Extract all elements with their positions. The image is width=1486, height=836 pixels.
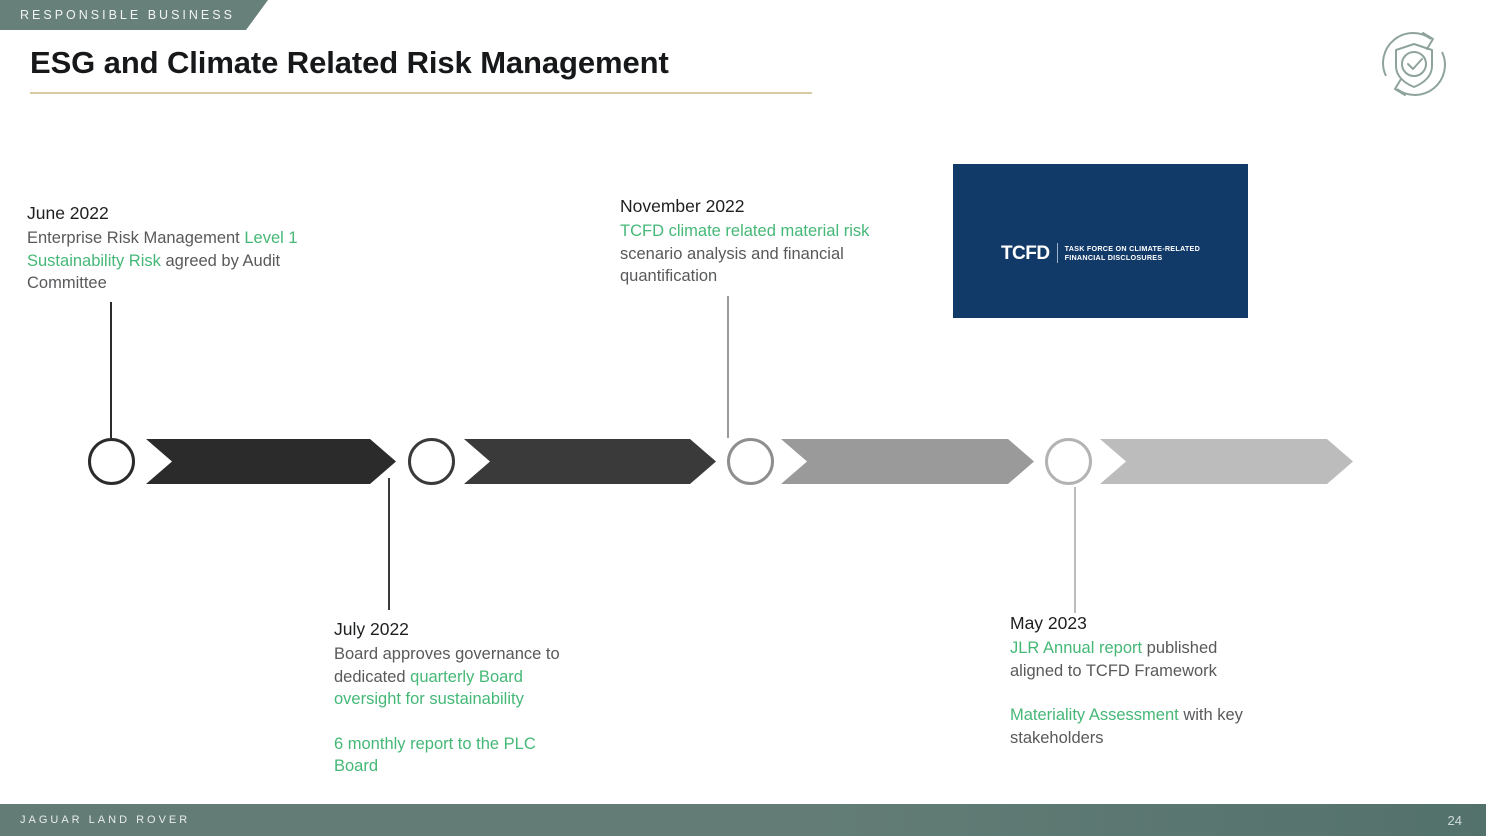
eyebrow-banner: RESPONSIBLE BUSINESS xyxy=(0,0,268,30)
footer-brand-label: JAGUAR LAND ROVER xyxy=(20,814,191,826)
title-underline-rule xyxy=(30,92,812,94)
shield-check-cycle-icon xyxy=(1382,32,1446,96)
text-run: published aligned to TCFD Framework xyxy=(1010,639,1218,680)
milestone-node-july xyxy=(408,438,455,485)
milestone-node-june xyxy=(88,438,135,485)
tcfd-wordmark: TCFD xyxy=(1000,242,1050,264)
text-run-highlight: TCFD climate related material risk xyxy=(620,222,870,240)
eyebrow-label: RESPONSIBLE BUSINESS xyxy=(20,8,235,22)
milestone-paragraph: JLR Annual report published aligned to T… xyxy=(1010,637,1255,682)
text-run: agreed by Audit Committee xyxy=(27,251,281,293)
chevron-segment-4 xyxy=(1100,439,1353,484)
milestone-node-november xyxy=(727,438,774,485)
tcfd-full-name: TASK FORCE ON CLIMATE-RELATED FINANCIAL … xyxy=(1065,244,1200,263)
milestone-date: May 2023 xyxy=(1010,613,1087,633)
milestone-text-november: November 2022 TCFD climate related mater… xyxy=(620,193,910,288)
tcfd-divider xyxy=(1056,243,1058,263)
milestone-paragraph: Board approves governance to dedicated q… xyxy=(334,643,582,711)
stem-may xyxy=(1074,487,1076,613)
text-run-highlight: quarterly Board oversight for sustainabi… xyxy=(334,667,524,709)
page-number: 24 xyxy=(1447,812,1462,828)
text-run: scenario analysis and financial quantifi… xyxy=(620,244,844,286)
stem-july xyxy=(388,478,390,610)
stem-june xyxy=(110,302,112,438)
text-run: Board approves governance to dedicated xyxy=(334,645,560,686)
page-title: ESG and Climate Related Risk Management xyxy=(30,45,669,80)
chevron-segment-2 xyxy=(464,439,716,484)
milestone-paragraph: 6 monthly report to the PLC Board xyxy=(334,733,582,778)
text-run-highlight: Materiality Assessment xyxy=(1010,706,1179,724)
milestone-date: June 2022 xyxy=(27,203,109,223)
text-run-highlight: 6 monthly report to the PLC Board xyxy=(334,734,536,776)
milestone-node-may xyxy=(1045,438,1092,485)
milestone-text-may: May 2023 JLR Annual report published ali… xyxy=(1010,610,1255,749)
stem-november xyxy=(727,296,729,438)
tcfd-name-line-2: FINANCIAL DISCLOSURES xyxy=(1064,253,1163,262)
milestone-date: November 2022 xyxy=(620,196,745,216)
text-run-highlight: Level 1 Sustainability Risk xyxy=(27,229,298,270)
milestone-text-july: July 2022 Board approves governance to d… xyxy=(334,616,582,778)
chevron-segment-1 xyxy=(146,439,396,484)
milestone-paragraph: Enterprise Risk Management Level 1 Susta… xyxy=(27,227,332,295)
milestone-paragraph: TCFD climate related material risk scena… xyxy=(620,220,910,288)
milestone-date: July 2022 xyxy=(334,619,409,639)
text-run: Enterprise Risk Management xyxy=(27,229,245,247)
milestone-paragraph: Materiality Assessment with key stakehol… xyxy=(1010,704,1255,749)
chevron-segment-3 xyxy=(781,439,1034,484)
footer-bar: JAGUAR LAND ROVER 24 xyxy=(0,804,1486,836)
text-run: with key stakeholders xyxy=(1010,706,1243,747)
tcfd-logo-card: TCFD TASK FORCE ON CLIMATE-RELATED FINAN… xyxy=(953,164,1248,318)
text-run-highlight: JLR Annual report xyxy=(1010,639,1143,657)
milestone-text-june: June 2022 Enterprise Risk Management Lev… xyxy=(27,200,332,295)
tcfd-name-line-1: TASK FORCE ON CLIMATE-RELATED xyxy=(1064,243,1201,253)
